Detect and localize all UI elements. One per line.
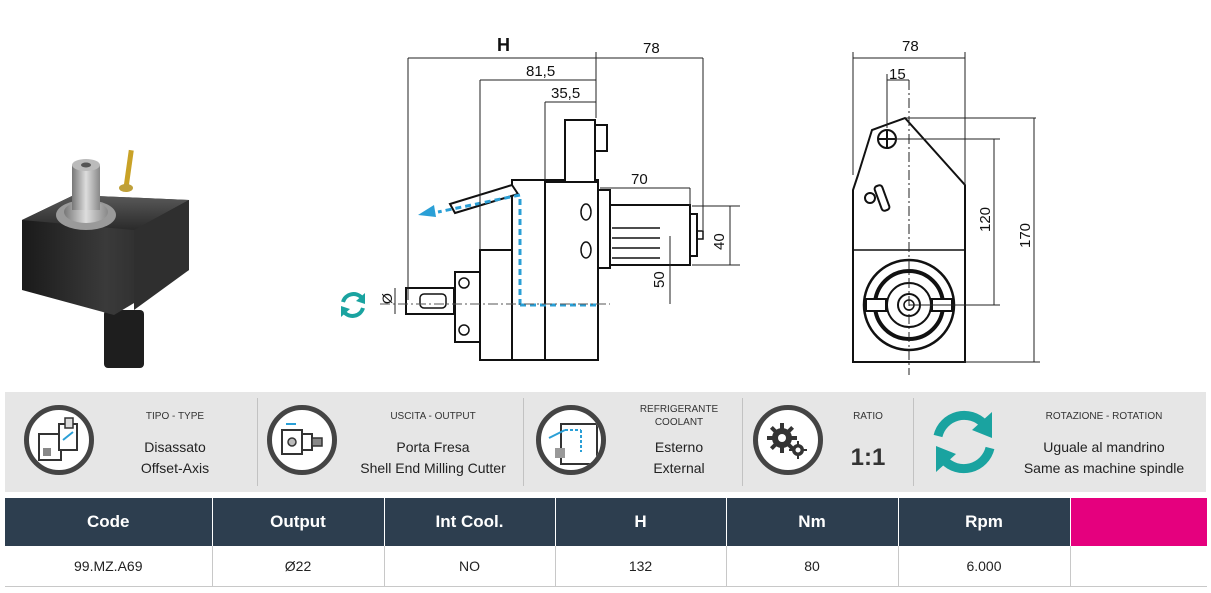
spec-type: TIPO - TYPE Disassato Offset-Axis [5,392,257,492]
cell-nm: 80 [726,546,899,587]
dim-h: H [497,35,510,55]
gears-icon [753,405,823,475]
front-view-drawing: H 78 81,5 35,5 70 40 50 Ø [341,35,740,361]
spec-coolant-value-1: Esterno [654,439,704,455]
spec-type-value-2: Offset-Axis [140,460,210,476]
dim-120: 120 [977,207,994,232]
cell-code: 99.MZ.A69 [5,546,213,587]
dim-diameter: Ø [379,293,395,304]
cell-rpm: 6.000 [898,546,1071,587]
spec-coolant: REFRIGERANTE COOLANT Esterno External [524,392,742,492]
spec-coolant-header-1: REFRIGERANTE [639,404,719,415]
spec-coolant-header-2: COOLANT [654,417,704,428]
product-table: Code Output Int Cool. H Nm Rpm 99.MZ.A69… [5,498,1207,587]
spec-ratio-value: 1:1 [850,444,886,471]
dim-78-top: 78 [643,40,660,57]
spec-type-header: TIPO - TYPE [145,411,205,422]
cell-accent [1070,546,1207,587]
shell-mill-holder-icon [267,405,337,475]
dim-70: 70 [631,171,648,188]
spec-band: TIPO - TYPE Disassato Offset-Axis USCITA… [5,392,1206,492]
table-header-row: Code Output Int Cool. H Nm Rpm [5,498,1207,546]
col-header-int-cool: Int Cool. [384,498,556,546]
spec-ratio-header: RATIO [853,411,883,422]
spec-type-value-1: Disassato [144,439,206,455]
dim-170: 170 [1017,223,1034,248]
cell-h: 132 [555,546,727,587]
col-header-output: Output [212,498,385,546]
cell-output: Ø22 [212,546,385,587]
table-row: 99.MZ.A69 Ø22 NO 132 80 6.000 [5,546,1207,587]
spec-coolant-value-2: External [653,460,705,476]
spec-output-value-1: Porta Fresa [396,439,470,455]
spec-output-header: USCITA - OUTPUT [390,411,476,422]
rotation-icon [341,292,365,318]
divider [523,398,524,486]
dim-78-side: 78 [902,38,919,55]
divider [913,398,914,486]
spec-rotation-header: ROTAZIONE - ROTATION [1045,411,1163,422]
external-coolant-icon [536,405,606,475]
spec-rotation-value-2: Same as machine spindle [1023,460,1185,476]
rotation-arrows-icon [933,410,995,474]
spec-rotation: ROTAZIONE - ROTATION Uguale al mandrino … [914,392,1206,492]
spec-output: USCITA - OUTPUT Porta Fresa Shell End Mi… [258,392,523,492]
divider [742,398,743,486]
col-header-nm: Nm [726,498,899,546]
cell-int-cool: NO [384,546,556,587]
divider [257,398,258,486]
col-header-code: Code [5,498,213,546]
col-header-accent [1070,498,1207,546]
offset-axis-icon [24,405,94,475]
col-header-rpm: Rpm [898,498,1071,546]
dim-81-5: 81,5 [526,63,555,80]
dim-50: 50 [651,271,668,288]
spec-rotation-value-1: Uguale al mandrino [1043,439,1165,455]
side-view-drawing: 78 15 120 170 [852,38,1040,375]
product-photo [22,149,189,368]
dim-40: 40 [711,233,728,250]
dim-15: 15 [889,66,906,83]
col-header-h: H [555,498,727,546]
dim-35-5: 35,5 [551,85,580,102]
spec-ratio: RATIO 1:1 [743,392,913,492]
spec-output-value-2: Shell End Milling Cutter [360,460,506,476]
